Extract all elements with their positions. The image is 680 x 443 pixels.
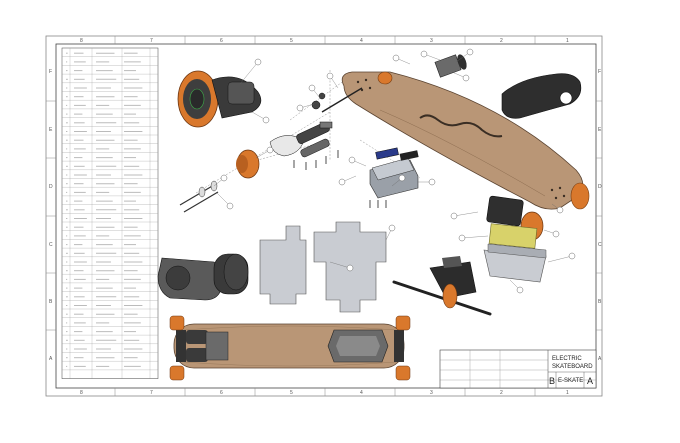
zone-label: A xyxy=(49,356,53,362)
zone-label: 8 xyxy=(80,38,83,44)
balloon xyxy=(420,50,428,58)
zone-label: 2 xyxy=(500,390,503,396)
exploded-view xyxy=(177,54,590,283)
balloon-leader xyxy=(215,191,231,207)
zone-label: 5 xyxy=(290,38,293,44)
balloon xyxy=(428,178,436,186)
zone-label: F xyxy=(598,69,601,75)
balloon xyxy=(348,156,356,164)
zone-label: 6 xyxy=(220,38,223,44)
balloon-leader xyxy=(547,255,573,263)
zone-label: 7 xyxy=(150,390,153,396)
balloon-callouts xyxy=(213,48,576,294)
axle xyxy=(321,87,363,113)
zone-label: 1 xyxy=(566,38,569,44)
deck-bolt-holes xyxy=(356,78,566,200)
wheel xyxy=(236,149,260,179)
zone-label: 5 xyxy=(290,390,293,396)
balloon xyxy=(450,212,458,220)
zone-label: E xyxy=(49,127,53,133)
drawing-number: E-SKATE xyxy=(558,378,583,384)
drawing-title-line1: ELECTRIC xyxy=(552,356,582,362)
balloon-leader xyxy=(453,211,479,217)
electronics-enclosure xyxy=(369,147,419,199)
balloon-leader xyxy=(239,61,259,85)
drawing-title-line2: SKATEBOARD xyxy=(552,364,593,370)
deck-graphic xyxy=(419,114,503,138)
zone-label: 3 xyxy=(430,38,433,44)
balloon xyxy=(226,202,234,210)
balloon xyxy=(296,104,304,112)
balloon xyxy=(516,286,524,294)
flat-pattern-detail xyxy=(259,221,387,313)
zone-label: D xyxy=(598,184,602,190)
zone-label: 1 xyxy=(566,390,569,396)
balloon xyxy=(338,178,346,186)
motor-mount-detail xyxy=(157,253,249,301)
wheel xyxy=(377,71,393,85)
balloon-leader xyxy=(329,261,351,269)
zone-label: 4 xyxy=(360,390,363,396)
zone-label: 4 xyxy=(360,38,363,44)
balloon xyxy=(220,174,228,182)
zone-label: 8 xyxy=(80,390,83,396)
zone-label: E xyxy=(598,127,602,133)
balloon xyxy=(398,174,406,182)
zone-label: C xyxy=(598,242,602,248)
balloon xyxy=(466,48,474,56)
zone-ticks xyxy=(46,36,602,396)
balloon xyxy=(568,252,576,260)
zone-label: 3 xyxy=(430,390,433,396)
balloon xyxy=(392,54,400,62)
wheel xyxy=(570,182,590,210)
zone-label: B xyxy=(598,299,602,305)
zone-label: D xyxy=(49,184,53,190)
sheet-size: B xyxy=(549,376,555,386)
truck-hardware xyxy=(269,92,333,158)
zone-label: B xyxy=(49,299,53,305)
zone-labels-top: 8 7 6 5 4 3 2 1 xyxy=(80,38,569,44)
truck-section-view xyxy=(392,256,492,316)
balloon xyxy=(262,116,270,124)
zone-labels-left: F E D C B A xyxy=(49,69,53,362)
remote-control xyxy=(501,73,582,119)
axle-spacers xyxy=(179,180,219,213)
rear-wheel-motor-assembly xyxy=(177,70,262,128)
balloon xyxy=(266,146,274,154)
zone-labels-bottom: 8 7 6 5 4 3 2 1 xyxy=(80,390,569,396)
rear-drive-assembly xyxy=(483,195,547,283)
balloon xyxy=(326,72,334,80)
balloon xyxy=(462,74,470,82)
bolts xyxy=(293,150,387,208)
balloon xyxy=(552,230,560,238)
deck-grain xyxy=(379,109,546,197)
balloon xyxy=(346,264,354,272)
zone-label: F xyxy=(49,69,52,75)
zone-label: 2 xyxy=(500,38,503,44)
balloon-leader xyxy=(461,235,489,239)
balloon xyxy=(254,58,262,66)
title-block: ELECTRIC SKATEBOARD B E-SKATE A xyxy=(439,349,597,389)
balloon xyxy=(458,234,466,242)
zone-label: 6 xyxy=(220,390,223,396)
zone-label: 7 xyxy=(150,38,153,44)
bill-of-materials-table xyxy=(61,47,159,379)
revision: A xyxy=(587,376,593,386)
board-bottom-view xyxy=(169,315,411,381)
zone-label: A xyxy=(598,356,602,362)
balloon xyxy=(388,224,396,232)
zone-labels-right: F E D C B A xyxy=(598,69,602,362)
zone-label: C xyxy=(49,242,53,248)
motor-can xyxy=(434,54,467,78)
balloon xyxy=(556,206,564,214)
balloon xyxy=(308,84,316,92)
